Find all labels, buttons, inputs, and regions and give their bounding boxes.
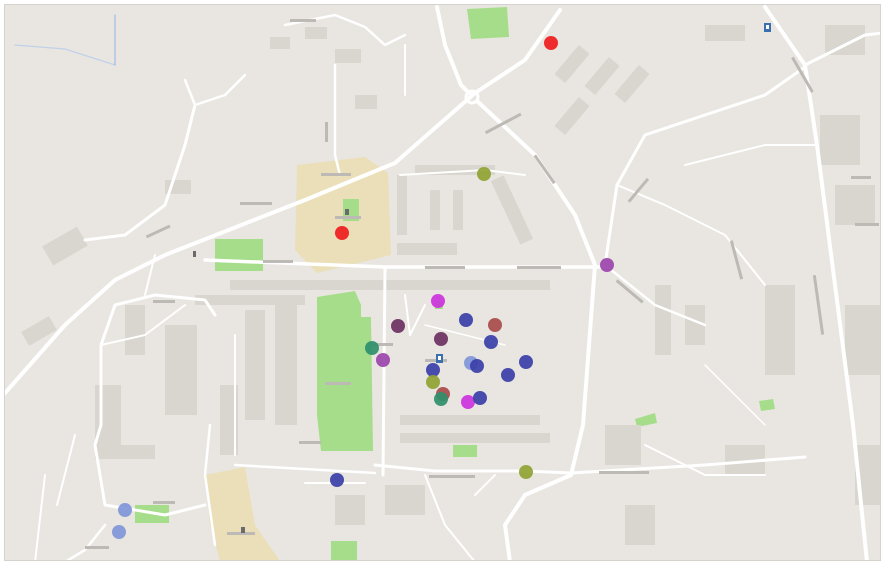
map-labels-decorative — [85, 19, 879, 549]
map-marker-m24[interactable] — [330, 473, 344, 487]
map-marker-m8[interactable] — [488, 318, 502, 332]
map-marker-m11[interactable] — [365, 341, 379, 355]
road-north — [435, 5, 473, 97]
park-small-3 — [759, 399, 775, 411]
road-north-east — [473, 8, 562, 95]
map-marker-m7[interactable] — [459, 313, 473, 327]
map-canvas — [5, 5, 880, 560]
map-marker-m2[interactable] — [335, 226, 349, 240]
road-east-arc — [475, 99, 597, 477]
map-marker-m14[interactable] — [470, 359, 484, 373]
map-marker-m26[interactable] — [112, 525, 126, 539]
map-marker-m23[interactable] — [519, 465, 533, 479]
map-marker-m25[interactable] — [118, 503, 132, 517]
map-marker-m17[interactable] — [501, 368, 515, 382]
stream — [14, 44, 116, 66]
road-main-diagonal — [5, 91, 477, 395]
map-marker-m5[interactable] — [431, 294, 445, 308]
parks — [135, 7, 775, 560]
map-marker-m3[interactable] — [477, 167, 491, 181]
marker-layer — [112, 36, 614, 539]
road-network — [5, 5, 880, 560]
park-school-yard — [343, 199, 359, 221]
road-vertical-central — [381, 265, 387, 477]
map-marker-m21[interactable] — [461, 395, 475, 409]
map-marker-m16[interactable] — [426, 363, 440, 377]
roundabout — [464, 89, 480, 105]
park-north — [467, 7, 509, 39]
map-marker-m4[interactable] — [600, 258, 614, 272]
map-view[interactable] — [4, 4, 881, 561]
park-sports-field — [215, 239, 263, 271]
map-marker-m20[interactable] — [434, 392, 448, 406]
park-small-2 — [635, 413, 657, 427]
buildings — [21, 25, 880, 545]
school-icon-south — [241, 527, 245, 533]
map-marker-m1[interactable] — [544, 36, 558, 50]
map-marker-m18[interactable] — [426, 375, 440, 389]
map-marker-m15[interactable] — [519, 355, 533, 369]
map-marker-m12[interactable] — [376, 353, 390, 367]
map-marker-m9[interactable] — [434, 332, 448, 346]
park-central — [317, 291, 373, 451]
monument-icon — [193, 251, 196, 257]
park-south — [331, 541, 357, 560]
school-area-south — [205, 467, 280, 560]
map-marker-m6[interactable] — [391, 319, 405, 333]
school-icon — [345, 209, 349, 215]
road-far-east — [763, 5, 869, 560]
poi-symbols — [193, 23, 771, 533]
road-south-horizontal — [373, 455, 807, 475]
park-small-1 — [453, 445, 477, 457]
road-south-arc — [503, 473, 573, 560]
map-marker-m22[interactable] — [473, 391, 487, 405]
map-marker-m10[interactable] — [484, 335, 498, 349]
